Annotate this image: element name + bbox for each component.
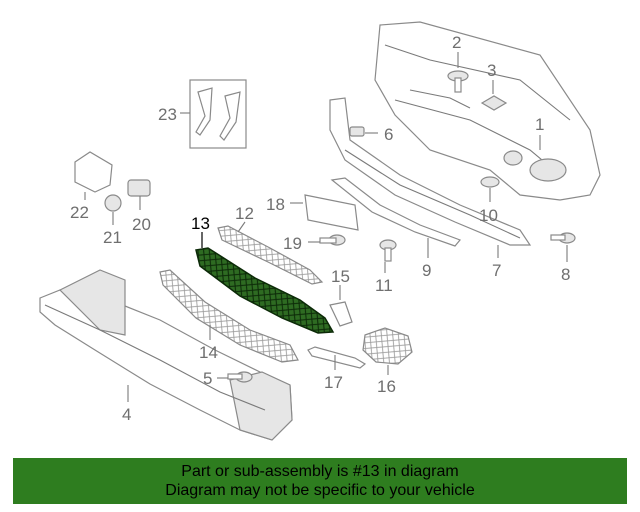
callout-22: 22 — [70, 203, 89, 222]
callout-3: 3 — [487, 61, 496, 80]
bracket-plate-part — [304, 194, 359, 231]
sensor-20-part — [127, 179, 151, 197]
callout-12: 12 — [235, 204, 254, 223]
brackets-box-23-part — [189, 79, 247, 149]
lower-grille-part — [159, 269, 299, 363]
callout-16: 16 — [377, 377, 396, 396]
clip-3-part — [480, 95, 508, 111]
callout-6: 6 — [384, 125, 393, 144]
callout-10: 10 — [479, 206, 498, 225]
bracket-22-part — [74, 151, 113, 193]
callout-23: 23 — [158, 105, 177, 124]
info-banner: Part or sub-assembly is #13 in diagram D… — [13, 458, 627, 504]
callout-13: 13 — [191, 214, 210, 233]
callout-19: 19 — [283, 234, 302, 253]
cover-15-part — [329, 301, 353, 327]
molding-strip-part — [330, 177, 462, 247]
callout-4: 4 — [122, 405, 131, 424]
callout-21: 21 — [103, 228, 122, 247]
grommet-21-part — [104, 194, 122, 212]
leader-lines — [84, 52, 568, 402]
bolt-19-part — [319, 234, 346, 246]
callout-11: 11 — [375, 276, 393, 295]
upper-grille-part — [217, 225, 324, 285]
bolt-2-part — [447, 70, 469, 93]
callout-15: 15 — [331, 267, 350, 286]
reinforcement-bar-part — [39, 269, 293, 441]
callout-5: 5 — [203, 369, 212, 388]
bumper-cover-part — [374, 21, 601, 201]
parts-diagram: 1 2 3 4 5 6 7 8 9 10 11 12 13 14 15 16 1… — [39, 21, 601, 441]
callout-20: 20 — [132, 215, 151, 234]
grille-13-highlighted-part — [195, 247, 335, 334]
bolt-5-part — [227, 371, 253, 383]
callout-2: 2 — [452, 33, 461, 52]
grommet-10-part — [480, 176, 500, 188]
callout-14: 14 — [199, 343, 218, 362]
callout-18: 18 — [266, 195, 285, 214]
fog-cover-16-part — [362, 327, 413, 365]
clip-6-part — [349, 126, 365, 137]
callout-7: 7 — [492, 261, 501, 280]
callout-17: 17 — [324, 373, 343, 392]
callout-1: 1 — [535, 115, 544, 134]
bolt-8-part — [550, 232, 576, 244]
banner-line-1: Part or sub-assembly is #13 in diagram — [181, 463, 459, 480]
trim-17-part — [307, 346, 367, 369]
banner-line-2: Diagram may not be specific to your vehi… — [165, 482, 475, 499]
callout-8: 8 — [561, 265, 570, 284]
callout-9: 9 — [422, 261, 431, 280]
lower-spoiler-part — [329, 97, 532, 246]
bolt-11-part — [379, 239, 397, 262]
